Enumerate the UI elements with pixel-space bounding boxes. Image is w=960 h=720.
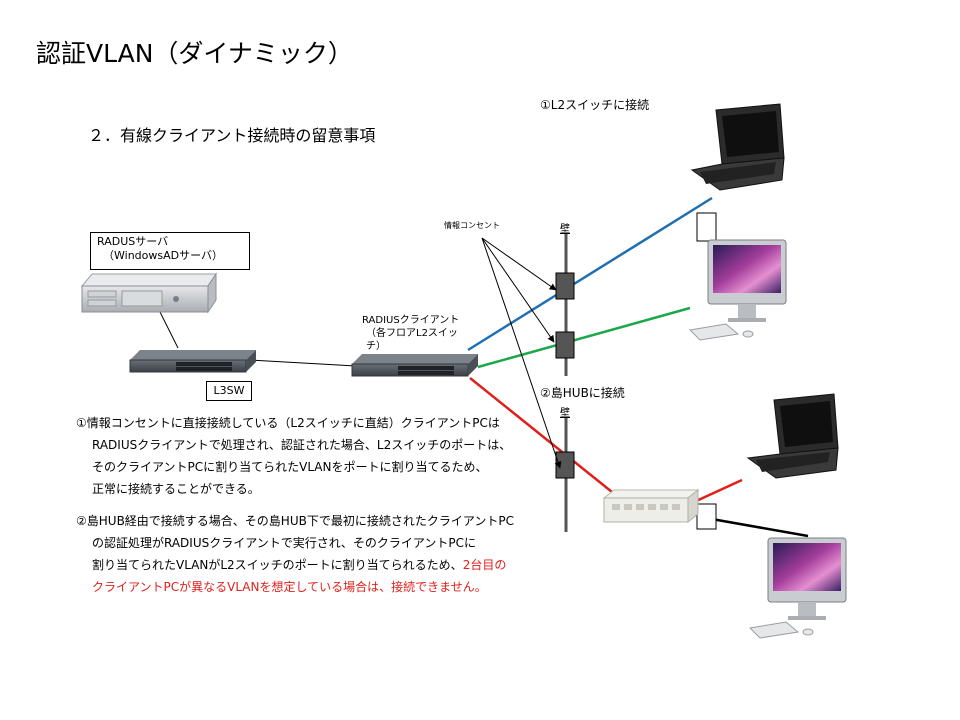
desktop-pc-icon xyxy=(688,239,787,341)
info-outlet-icon xyxy=(555,272,575,300)
radius-client-sublabel: （各フロアL2スイッチ） xyxy=(366,328,458,352)
note-2-warning: クライアントPCが異なるVLANを想定している場合は、接続できません。 xyxy=(92,580,487,594)
desktop-pc-icon xyxy=(748,537,847,639)
radius-server-sublabel: （WindowsADサーバ） xyxy=(103,249,223,262)
note-1-line-1: ①情報コンセントに直接接続している（L2スイッチに直結）クライアントPCは xyxy=(76,416,500,430)
wall-label-bottom: 壁 xyxy=(560,408,570,419)
info-outlet-icon xyxy=(555,331,575,359)
page-title: 認証VLAN（ダイナミック） xyxy=(36,39,353,68)
laptop-icon xyxy=(746,393,839,479)
radius-client-box: RADIUSクライアント （各フロアL2スイッチ） xyxy=(356,312,466,352)
section-subtitle: ２．有線クライアント接続時の留意事項 xyxy=(88,126,376,145)
note-1-line-2: RADIUSクライアントで処理され、認証された場合、L2スイッチのポートは、 xyxy=(92,438,512,452)
black-cable-to-desktop xyxy=(705,516,809,538)
note-2: ②島HUB経由で接続する場合、その島HUB下で最初に接続されたクライアントPC … xyxy=(76,510,514,598)
red-cable-to-laptop xyxy=(693,478,743,504)
l3sw-label: L3SW xyxy=(213,384,245,397)
laptop-icon xyxy=(690,103,785,191)
radius-server-box: RADUSサーバ （WindowsADサーバ） xyxy=(90,232,250,270)
note-2-line-3-text: 割り当てられたVLANがL2スイッチのポートに割り当てられるため、 xyxy=(92,558,463,572)
note-2-line-1: ②島HUB経由で接続する場合、その島HUB下で最初に接続されたクライアントPC xyxy=(76,514,514,528)
l3-l2-link xyxy=(249,359,357,367)
green-cable xyxy=(477,306,691,369)
outlet-label: 情報コンセント xyxy=(444,221,500,230)
empty-box xyxy=(696,212,717,242)
note-1-line-3: そのクライアントPCに割り当てられたVLANをポートに割り当てるため、 xyxy=(92,460,488,474)
l3sw-box: L3SW xyxy=(206,381,252,401)
empty-box xyxy=(696,503,717,530)
note-2-warning-start: 2台目の xyxy=(462,558,507,572)
hub-connect-label: ②島HUBに接続 xyxy=(540,386,625,400)
wall-label-top: 壁 xyxy=(560,224,570,235)
radius-server-label: RADUSサーバ xyxy=(97,235,169,248)
note-1: ①情報コンセントに直接接続している（L2スイッチに直結）クライアントPCは RA… xyxy=(76,412,511,500)
note-1-line-4: 正常に接続することができる。 xyxy=(92,482,260,496)
note-2-line-3: 割り当てられたVLANがL2スイッチのポートに割り当てられるため、2台目の xyxy=(76,554,514,576)
l3-switch-icon xyxy=(129,350,256,373)
note-2-line-2: の認証処理がRADIUSクライアントで実行され、そのクライアントPCに xyxy=(92,536,477,550)
red-cable-to-hub xyxy=(469,377,613,493)
l2-switch-icon xyxy=(351,354,478,377)
hub-icon xyxy=(602,488,700,524)
radius-client-label: RADIUSクライアント xyxy=(362,315,460,326)
server-link xyxy=(159,311,179,349)
server-icon xyxy=(80,272,217,314)
l2-connect-label: ①L2スイッチに接続 xyxy=(540,98,650,112)
blue-cable xyxy=(467,196,713,352)
